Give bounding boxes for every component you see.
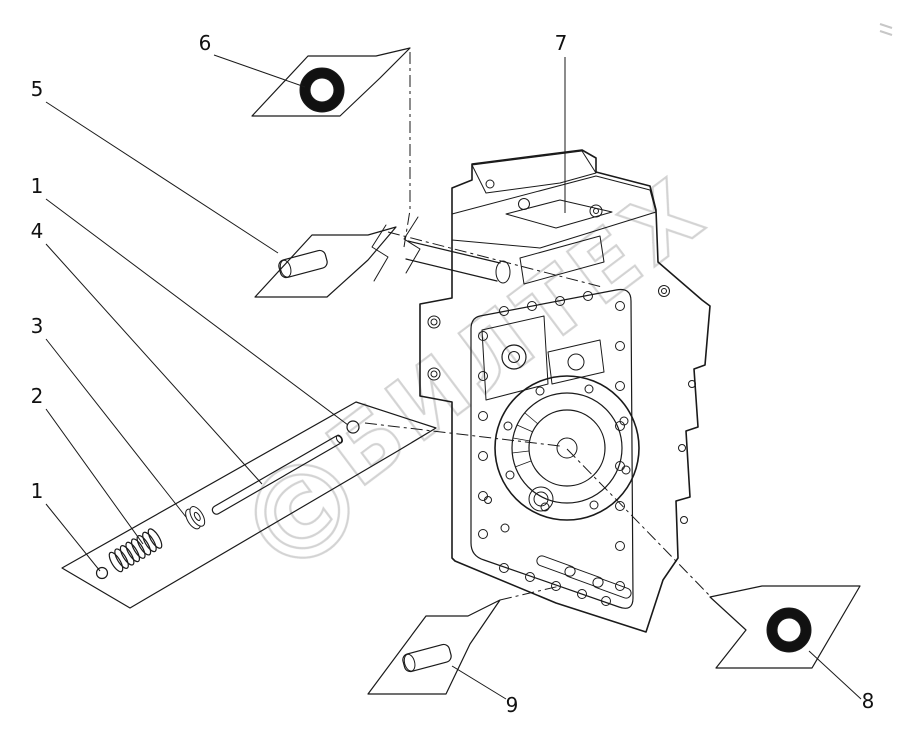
callout-1-lower: 1: [31, 479, 44, 503]
break-zigzag-right: [403, 216, 421, 274]
centerline-valve-right: [566, 448, 711, 597]
callout-6: 6: [199, 31, 212, 55]
callout-8: 8: [862, 689, 875, 713]
callout-3: 3: [31, 314, 44, 338]
bottom-rib-slots: [484, 486, 632, 599]
flag-plate-5: [254, 226, 397, 298]
leader-9: [451, 665, 507, 700]
lug-holes: [427, 315, 441, 381]
leader-2: [45, 408, 144, 545]
ball-1-upper: [346, 420, 360, 434]
leader-8: [808, 650, 862, 700]
bore-channel: [371, 216, 501, 282]
centerlines: [364, 52, 711, 601]
callout-numbers: 6 7 5 1 4 3 2 1 9 8: [31, 31, 875, 717]
flag-plate-valve-set: [61, 401, 437, 609]
flag-plate-6: [251, 47, 411, 117]
o-ring-8: [766, 607, 812, 653]
callout-4: 4: [31, 219, 44, 243]
flag-plate-8: [709, 585, 861, 669]
housing-top-surfaces: [451, 150, 657, 285]
leader-lines: [45, 54, 862, 700]
spring-2: [108, 528, 163, 573]
leader-4: [45, 243, 263, 485]
leader-1-upper: [45, 198, 349, 426]
leader-6: [213, 54, 306, 88]
washer-3: [185, 506, 206, 530]
parts: [95, 67, 812, 673]
central-bore: [494, 375, 640, 521]
callout-9: 9: [506, 693, 519, 717]
watermark-text: БИЛТЕХ: [309, 157, 725, 506]
centerline-valve-left: [364, 422, 561, 447]
centerline-pin9: [499, 585, 561, 601]
leader-3: [45, 338, 187, 518]
callout-7: 7: [555, 31, 568, 55]
flange-bolt-holes: [478, 291, 625, 606]
ball-1-lower: [95, 566, 109, 580]
pin-5: [278, 249, 328, 279]
o-ring-6: [299, 67, 345, 113]
centerline-pin5: [387, 231, 603, 288]
side-flange-holes: [658, 285, 696, 524]
leader-5: [45, 101, 279, 254]
watermark-corner-mark: [879, 23, 893, 36]
valve-bore-pocket: [481, 260, 549, 401]
callout-5: 5: [31, 77, 44, 101]
housing-outline: [419, 149, 711, 633]
centerline-ring6: [403, 52, 411, 248]
leader-1-lower: [45, 503, 101, 572]
pin-9: [402, 643, 452, 673]
watermark: © БИЛТЕХ: [207, 23, 893, 613]
callout-2: 2: [31, 384, 44, 408]
face-boss: [547, 339, 605, 385]
rod-4: [211, 434, 344, 515]
break-zigzag-left: [371, 224, 389, 282]
flag-plates: [61, 47, 861, 695]
housing-body: [419, 149, 711, 633]
callout-1-upper: 1: [31, 174, 44, 198]
flag-plate-9: [367, 599, 501, 695]
front-flange-face: [470, 288, 634, 609]
